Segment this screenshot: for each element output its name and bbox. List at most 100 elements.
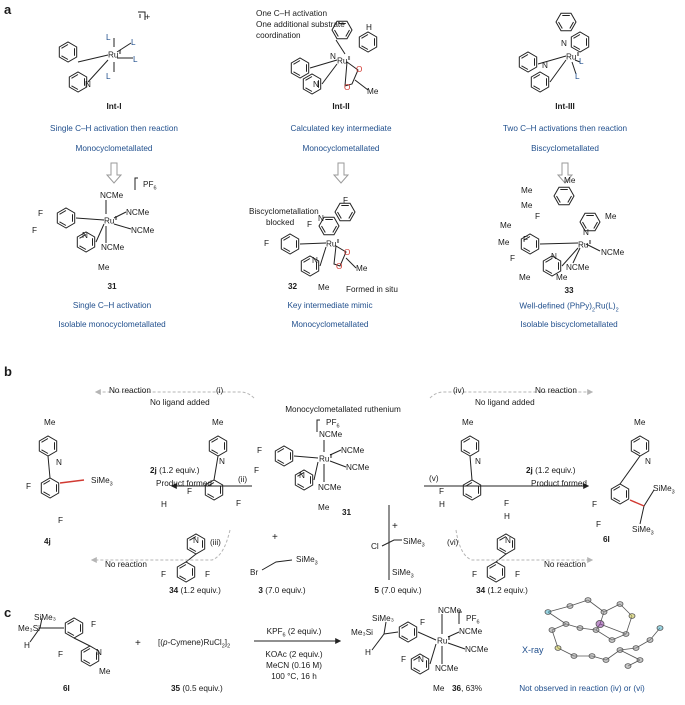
b-4j-me: Me: [44, 418, 56, 427]
ring-34-arene-double: [179, 564, 187, 569]
c-36-me: Me: [433, 684, 445, 693]
panel-label-b: b: [4, 364, 12, 379]
ring-int3-top-pyridine-double: [573, 34, 581, 39]
ring-int2-pyridine: [302, 73, 322, 95]
ring-33-pyridine-double: [545, 269, 553, 274]
ring-int2-top-pyridine-double: [361, 34, 369, 39]
c31-f2: F: [32, 226, 38, 235]
int3-type: Biscyclometallated: [531, 144, 599, 153]
c33-me-1: Me: [521, 186, 533, 195]
ring-int2-pyridine-double: [305, 87, 313, 92]
c-35-equiv: 35 (0.5 equiv.): [171, 684, 223, 693]
ring-6l-pyridine-double: [633, 438, 641, 443]
ring-int3-top-phenyl-double: [558, 21, 563, 29]
bond: [574, 59, 581, 63]
xray-atom-2: [584, 597, 592, 603]
b-31-ncme-a: NCMe: [341, 446, 365, 455]
b-roman-i: (i): [216, 386, 224, 395]
c31-me: Me: [98, 263, 110, 272]
c32-type: Monocyclometallated: [291, 320, 369, 329]
xray-bond-10: [547, 611, 567, 625]
ring-int1-pyridine-double: [71, 74, 79, 79]
int1-ligand-top: L: [106, 33, 111, 42]
c32-note-2: blocked: [266, 218, 295, 227]
b-34b-f1: F: [472, 570, 478, 579]
c31-ncme-bottom: NCMe: [101, 243, 125, 252]
ring-int3-phenyl-double: [521, 54, 529, 59]
b-34-f2: F: [205, 570, 211, 579]
c33-me-py: Me: [605, 212, 617, 221]
c-36-metal: RuII: [437, 636, 451, 646]
ring-33-top-phenyl-double: [567, 195, 572, 203]
xray-structure: [544, 597, 664, 669]
bond: [213, 455, 219, 481]
ring-33-phenyl: [520, 233, 540, 255]
c32-o2: O: [336, 262, 343, 271]
b-31-me: Me: [318, 503, 330, 512]
ring-int1-phenyl-double: [61, 55, 69, 60]
arrow-iv: [429, 389, 594, 399]
int2-metal: RuII: [337, 56, 351, 66]
ring-34-pyridine-double: [189, 536, 197, 541]
ring-int3-phenyl: [518, 51, 538, 73]
c33-n-top: N: [583, 228, 589, 237]
c-36-n: N: [418, 655, 424, 664]
c31-metal: RuII: [104, 216, 118, 226]
xray-atom-20: [636, 657, 644, 663]
c31-f1: F: [38, 209, 44, 218]
bond: [469, 455, 473, 481]
ring-int1-pyridine-double: [71, 85, 79, 90]
ring-32-pyridine: [300, 255, 320, 277]
xray-atom-18: [646, 637, 654, 643]
b-product-formed-right: Product formed: [531, 479, 587, 488]
c-6l-me: Me: [99, 667, 111, 676]
b-product-formed-left: Product formed: [156, 479, 212, 488]
bond: [345, 257, 357, 269]
b-31-ncme-b: NCMe: [346, 463, 370, 472]
bonds: [29, 11, 655, 665]
ring-int1-pyridine: [68, 71, 88, 93]
b-2j2-n: N: [475, 457, 481, 466]
36-bracket: [458, 611, 462, 624]
ring-33-top-phenyl: [553, 186, 575, 206]
ring-31-pyridine: [76, 231, 96, 253]
c32-desc: Key intermediate mimic: [287, 301, 373, 310]
c-xray-note: Not observed in reaction (iv) or (vi): [519, 684, 645, 693]
32-acetate: [333, 245, 347, 267]
ring-int2-phenyl-double: [293, 71, 301, 76]
ring-32-phenyl: [280, 233, 300, 255]
bond: [549, 59, 567, 83]
ring-33-phenyl-double: [523, 236, 531, 241]
ring-32-phenyl-double: [283, 236, 291, 241]
ring-int1-phenyl-double: [61, 44, 69, 49]
c-6l-label: 6l: [63, 684, 70, 693]
bond: [354, 79, 369, 91]
ring-int2-pyridine-double: [305, 76, 313, 81]
b-3-si: SiMe3: [296, 555, 318, 567]
b-2j-h: H: [161, 500, 167, 509]
ring-31b-pyridine: [294, 469, 314, 491]
int1-bracket: [138, 11, 146, 20]
b-2j2-h2: H: [504, 512, 510, 521]
b-3-equiv: 3 (7.0 equiv.): [258, 586, 306, 595]
bond: [537, 55, 567, 65]
bond: [417, 631, 437, 641]
bond: [293, 455, 319, 459]
ring-36-arene-double: [401, 635, 409, 640]
int2-label: Int-II: [332, 102, 350, 111]
bond: [113, 211, 127, 219]
c32-formed: Formed in situ: [346, 285, 398, 294]
no-reaction-arrows: [90, 389, 594, 563]
b-31-counterion: PF6: [326, 418, 340, 430]
c-6l-h: H: [24, 641, 30, 650]
ring-32-top-pyridine-double: [332, 225, 337, 233]
c31-ncme-top: NCMe: [100, 191, 124, 200]
bond: [561, 247, 579, 267]
bond: [572, 247, 581, 264]
c33-me-6: Me: [556, 273, 568, 282]
int1-label: Int-I: [106, 102, 122, 111]
ring-32-top-phenyl-double: [337, 211, 342, 219]
ring-int2-top-phenyl: [331, 20, 353, 40]
xray-atom-9: [576, 625, 584, 631]
ring-34-pyridine-double: [189, 547, 197, 552]
